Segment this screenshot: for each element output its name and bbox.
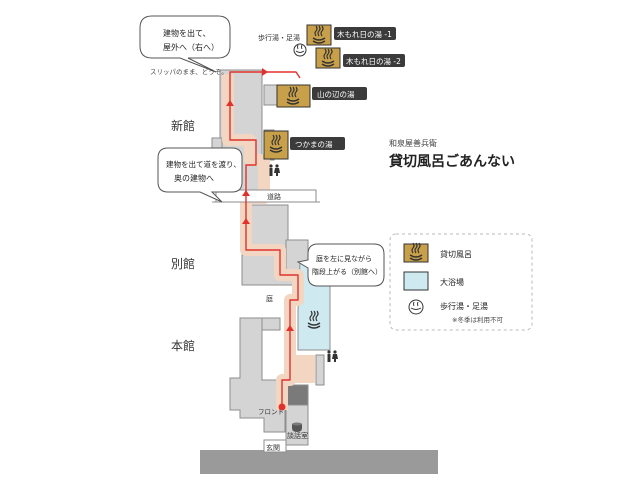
callout-2-line-2: 奥の建物へ: [174, 173, 214, 183]
entrance-label: 玄関: [266, 443, 280, 452]
slippers-note: スリッパのまま、どうぞ。: [150, 68, 228, 76]
legend-footbath-label: 歩行湯・足湯: [440, 301, 488, 311]
ryokan-name: 和泉屋善兵衛: [389, 138, 437, 148]
bath-komorebi-2-label: 木もれ日の湯 -2: [346, 56, 401, 66]
callout-cross-road: 建物を出て道を渡り、 奥の建物へ: [157, 147, 243, 203]
legend-winter-note: ※冬季は利用不可: [452, 315, 503, 324]
callout-3-line-2: 階段上がる（別館へ）: [312, 267, 382, 276]
bath-komorebi-1[interactable]: 木もれ日の湯 -1: [306, 24, 396, 46]
callout-exit-right: 建物を出て、 屋外へ（右へ）: [139, 15, 231, 73]
honkan-annex: [315, 354, 325, 386]
entrance-gap: [263, 439, 287, 453]
bekkan-label: 別館: [171, 256, 195, 271]
route-arrow: [262, 68, 268, 76]
legend-footbath: 歩行湯・足湯 ※冬季は利用不可: [408, 299, 503, 324]
honkan-dark-block: [285, 384, 309, 406]
garden-label: 庭: [266, 294, 273, 303]
footbath-marker: 歩行湯・足湯: [258, 33, 307, 57]
route-arrow: [242, 218, 250, 224]
callout-garden-stairs: 庭を左に見ながら 階段上がる（別館へ）: [296, 243, 385, 287]
honkan-main: [229, 317, 286, 433]
restroom-icon: [327, 350, 338, 362]
street-strip: [200, 450, 438, 474]
legend: 貸切風呂 大浴場 歩行湯・足湯 ※冬季は利用不可: [389, 233, 533, 331]
route-arrow: [242, 190, 250, 196]
legend-private-bath-label: 貸切風呂: [440, 249, 472, 259]
road-label: 道路: [267, 192, 281, 201]
callout-2-line-1: 建物を出て道を渡り、: [166, 159, 241, 169]
legend-large-bath: 大浴場: [403, 271, 464, 291]
callout-1-line-2: 屋外へ（右へ）: [163, 42, 219, 52]
bath-tsukama[interactable]: つかまの湯: [263, 130, 345, 160]
front-desk-label: フロント: [258, 408, 284, 416]
cup-icon: [292, 422, 302, 432]
bath-tsukama-label: つかまの湯: [295, 139, 333, 149]
bath-komorebi-1-label: 木もれ日の湯 -1: [337, 29, 392, 39]
honkan-label: 本館: [171, 338, 195, 353]
legend-large-bath-label: 大浴場: [440, 277, 464, 287]
callout-3-line-1: 庭を左に見ながら: [316, 254, 372, 263]
lounge-label: 談話室: [287, 431, 308, 440]
restroom-icon: [269, 164, 280, 176]
bath-komorebi-2[interactable]: 木もれ日の湯 -2: [315, 47, 405, 69]
honkan-small: [261, 317, 281, 331]
callout-1-line-1: 建物を出て、: [163, 28, 211, 38]
legend-private-bath: 貸切風呂: [403, 242, 472, 263]
shinkan-label: 新館: [171, 118, 195, 133]
map-title: 貸切風呂ごあんない: [388, 153, 515, 170]
route-arrow: [226, 100, 234, 106]
bath-yamanobe[interactable]: 山の辺の湯: [276, 84, 367, 108]
route-arrows: [226, 68, 294, 331]
route-arrow: [286, 325, 294, 331]
footbath-label: 歩行湯・足湯: [258, 33, 300, 42]
current-location-dot: [278, 403, 286, 411]
bath-yamanobe-label: 山の辺の湯: [317, 89, 355, 99]
